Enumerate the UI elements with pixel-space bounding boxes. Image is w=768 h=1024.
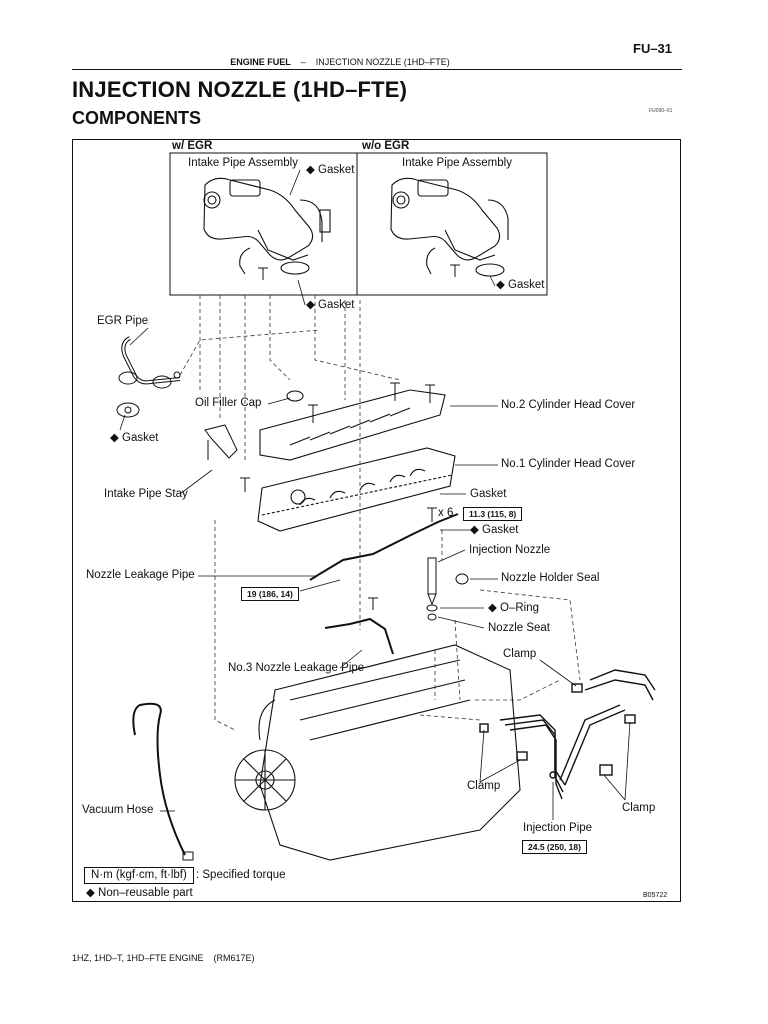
label-no3-nozzle-leakage-pipe: No.3 Nozzle Leakage Pipe <box>228 662 365 674</box>
legend-non-reusable: ◆ Non–reusable part <box>86 887 193 899</box>
bolts <box>240 264 460 610</box>
label-injection-nozzle: Injection Nozzle <box>469 544 551 556</box>
label-clamp-top: Clamp <box>503 648 537 660</box>
page-subtitle: COMPONENTS <box>72 108 202 128</box>
components-diagram-frame <box>72 139 681 902</box>
label-intake-pipe-assembly-2: Intake Pipe Assembly <box>402 157 512 169</box>
no3-nozzle-leakage-pipe-part <box>324 617 394 655</box>
footer-manual: (RM617E) <box>213 953 255 963</box>
no1-cylinder-head-cover-part <box>257 447 456 532</box>
label-clamp-left: Clamp <box>467 780 501 792</box>
section-name: ENGINE FUEL <box>230 57 291 67</box>
engine-block-part <box>234 644 521 861</box>
page-number: FU–31 <box>633 41 673 56</box>
intake-pipe-assembly-wo-egr <box>390 177 509 277</box>
figure-id: B05722 <box>643 892 668 899</box>
injection-pipes-part <box>479 669 656 800</box>
section-header: ENGINE FUEL – INJECTION NOZZLE (1HD–FTE) <box>0 57 680 67</box>
label-gasket-top: ◆ Gasket <box>306 164 355 176</box>
torque-injection-pipe: 24.5 (250, 18) <box>522 840 587 854</box>
label-gasket: Gasket <box>470 488 507 500</box>
torque-leakage-pipe: 19 (186, 14) <box>241 587 299 601</box>
figure-code: FU090–01 <box>649 108 673 114</box>
label-o-ring: ◆ O–Ring <box>488 602 540 614</box>
label-oil-filler-cap: Oil Filler Cap <box>195 397 262 409</box>
label-gasket-mid: ◆ Gasket <box>306 299 355 311</box>
header-rule <box>72 69 682 70</box>
label-intake-pipe-stay: Intake Pipe Stay <box>104 488 188 500</box>
nozzle-leakage-pipe-part <box>317 513 459 576</box>
label-injection-pipe: Injection Pipe <box>523 822 593 834</box>
vacuum-hose-part <box>132 702 186 856</box>
label-nozzle-holder-seal: Nozzle Holder Seal <box>501 572 600 584</box>
label-no1-cylinder-head-cover: No.1 Cylinder Head Cover <box>501 458 636 470</box>
label-nozzle-leakage-pipe: Nozzle Leakage Pipe <box>86 569 195 581</box>
label-nozzle-seat: Nozzle Seat <box>488 622 551 634</box>
section-topic: INJECTION NOZZLE (1HD–FTE) <box>315 57 450 67</box>
page-footer: 1HZ, 1HD–T, 1HD–FTE ENGINE (RM617E) <box>72 953 255 963</box>
label-gasket-nozzle: ◆ Gasket <box>470 524 519 536</box>
label-vacuum-hose: Vacuum Hose <box>82 804 154 816</box>
legend-torque-unit: N·m (kgf·cm, ft·lbf) <box>84 867 194 884</box>
no2-cylinder-head-cover-part <box>259 389 446 461</box>
torque-head-cover: 11.3 (115, 8) <box>463 507 523 521</box>
label-gasket-left: ◆ Gasket <box>110 432 159 444</box>
page-title: INJECTION NOZZLE (1HD–FTE) <box>72 77 408 102</box>
intake-pipe-assembly-egr <box>203 177 331 275</box>
section-separator: – <box>300 57 306 67</box>
label-gasket-wo: ◆ Gasket <box>496 279 545 291</box>
label-wo-egr: w/o EGR <box>362 140 410 152</box>
legend-torque-desc: : Specified torque <box>196 869 286 881</box>
label-intake-pipe-assembly-1: Intake Pipe Assembly <box>188 157 298 169</box>
label-x6: x 6 <box>438 507 454 519</box>
label-no2-cylinder-head-cover: No.2 Cylinder Head Cover <box>501 399 636 411</box>
clamp-part-top <box>571 683 583 693</box>
footer-engine: 1HZ, 1HD–T, 1HD–FTE ENGINE <box>72 953 204 963</box>
label-egr-pipe: EGR Pipe <box>97 315 149 327</box>
label-clamp-right: Clamp <box>622 802 656 814</box>
egr-pipe-part <box>116 336 181 418</box>
intake-pipe-stay-part <box>204 424 238 459</box>
inset-wo-egr <box>356 152 548 296</box>
injection-nozzle-part <box>426 557 469 621</box>
label-w-egr: w/ EGR <box>172 140 213 152</box>
